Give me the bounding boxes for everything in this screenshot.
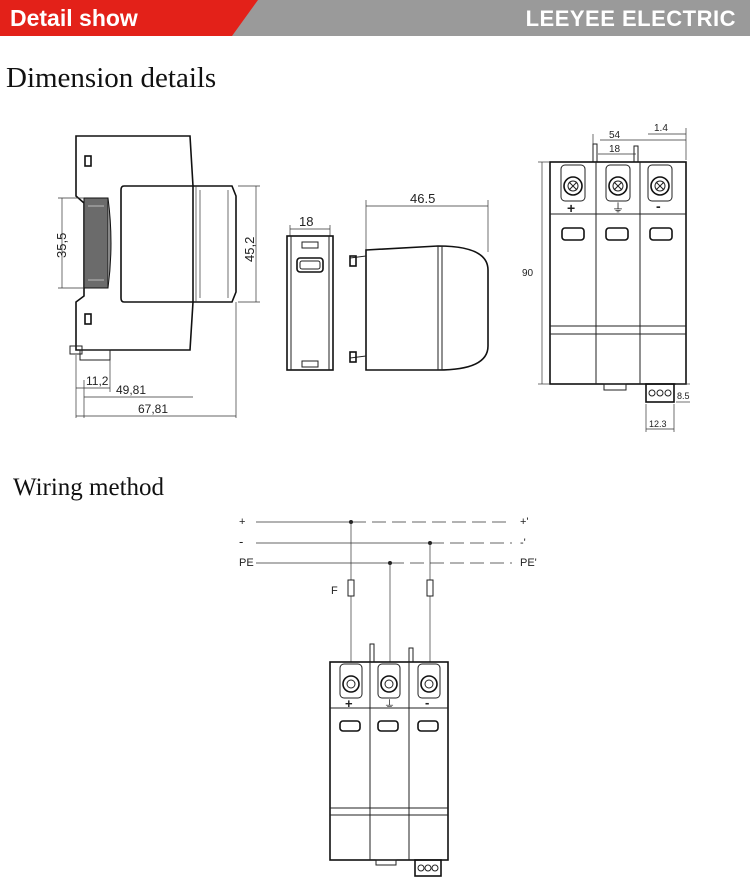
dim-67-81: 67,81	[138, 402, 168, 416]
terminal-screws	[560, 164, 673, 202]
line-pe-label: PE	[239, 557, 254, 569]
dim-1-4: 1.4	[654, 123, 668, 134]
brand-name: LEEYEE ELECTRIC	[525, 6, 736, 31]
side-view: 35,5 45,2 11,2 49,81 67,81	[54, 135, 260, 418]
line-plus-label: +	[239, 516, 245, 528]
wiring-pole-ground: ⏚	[384, 698, 395, 711]
fuse-plus	[347, 579, 355, 597]
pole-mark-plus: +	[567, 200, 575, 216]
pole-mark-minus: -	[656, 198, 661, 214]
badge-notch	[232, 0, 258, 36]
dim-90: 90	[522, 268, 534, 279]
wiring-title: Wiring method	[13, 474, 165, 501]
module-side-view: 46.5	[349, 191, 489, 371]
detail-badge	[0, 0, 232, 36]
dim-8-5: 8.5	[677, 391, 690, 401]
dimension-title: Dimension details	[6, 62, 217, 94]
header-bar: Detail show LEEYEE ELECTRIC	[0, 0, 750, 36]
dim-54: 54	[609, 130, 621, 141]
module-front-view: 18	[286, 214, 334, 371]
dim-12-3: 12.3	[649, 419, 667, 429]
wiring-pole-plus: +	[345, 696, 353, 711]
line-minus-label: -	[239, 534, 243, 549]
fuse-label: F	[331, 585, 338, 597]
badge-label: Detail show	[10, 5, 138, 31]
out-plus-label: +'	[520, 516, 529, 528]
wiring-pole-minus: -	[425, 695, 429, 710]
out-minus-label: -'	[520, 537, 526, 549]
dim-35-5: 35,5	[54, 233, 69, 258]
fuse-minus	[426, 579, 434, 597]
wiring-diagram: + - PE +' -' PE' F	[239, 516, 537, 877]
dim-46-5: 46.5	[410, 191, 435, 206]
dim-45-2: 45,2	[242, 237, 257, 262]
dim-18-front: 18	[609, 144, 621, 155]
dim-11-2: 11,2	[86, 374, 109, 388]
pole-mark-ground: ⏚	[612, 201, 624, 215]
dim-49-81: 49,81	[116, 383, 146, 397]
device-front-view-top: 54 18 1.4	[522, 123, 690, 432]
out-pe-label: PE'	[520, 557, 537, 569]
dim-18-mid: 18	[299, 214, 313, 229]
